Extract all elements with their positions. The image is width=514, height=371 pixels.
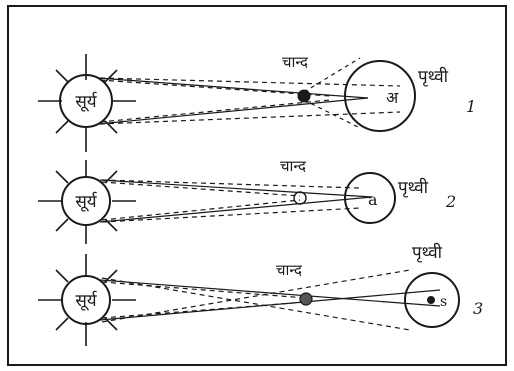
earth-point-label: s bbox=[440, 294, 447, 310]
earth-label: पृथ्वी bbox=[398, 177, 429, 198]
panel-index: 3 bbox=[473, 299, 483, 318]
moon bbox=[293, 191, 307, 205]
moon-label: चान्द bbox=[280, 157, 307, 175]
panel-3: सूर्य चान्द s पृथ्वी 3 bbox=[38, 242, 483, 346]
moon-label: चान्द bbox=[276, 261, 303, 279]
panel-2: सूर्य चान्द a पृथ्वी 2 bbox=[38, 157, 456, 244]
moon-label: चान्द bbox=[282, 53, 309, 71]
panel-index: 1 bbox=[466, 97, 476, 116]
shadow-rays bbox=[99, 269, 441, 331]
earth bbox=[404, 272, 460, 328]
sun-label: सूर्य bbox=[75, 290, 97, 311]
earth-label: पृथ्वी bbox=[418, 66, 449, 87]
sun bbox=[61, 275, 111, 325]
earth-point-label: a bbox=[368, 190, 378, 209]
panel-index: 2 bbox=[445, 192, 456, 211]
shadow-rays bbox=[97, 57, 401, 129]
sun bbox=[61, 176, 111, 226]
earth bbox=[344, 172, 396, 224]
panel-1: सूर्य चान्द अ पृथ्वी 1 bbox=[38, 53, 476, 152]
shadow-spot bbox=[427, 296, 435, 304]
earth bbox=[344, 60, 416, 132]
sun bbox=[59, 74, 113, 128]
sun-label: सूर्य bbox=[75, 91, 97, 112]
earth-point-label: अ bbox=[386, 88, 399, 107]
diagram-frame bbox=[7, 5, 507, 366]
earth-label: पृथ्वी bbox=[412, 242, 443, 263]
sun-label: सूर्य bbox=[75, 191, 97, 212]
sun-rays bbox=[38, 160, 136, 244]
moon bbox=[299, 292, 313, 306]
shadow-rays bbox=[99, 179, 373, 223]
moon bbox=[297, 89, 311, 103]
